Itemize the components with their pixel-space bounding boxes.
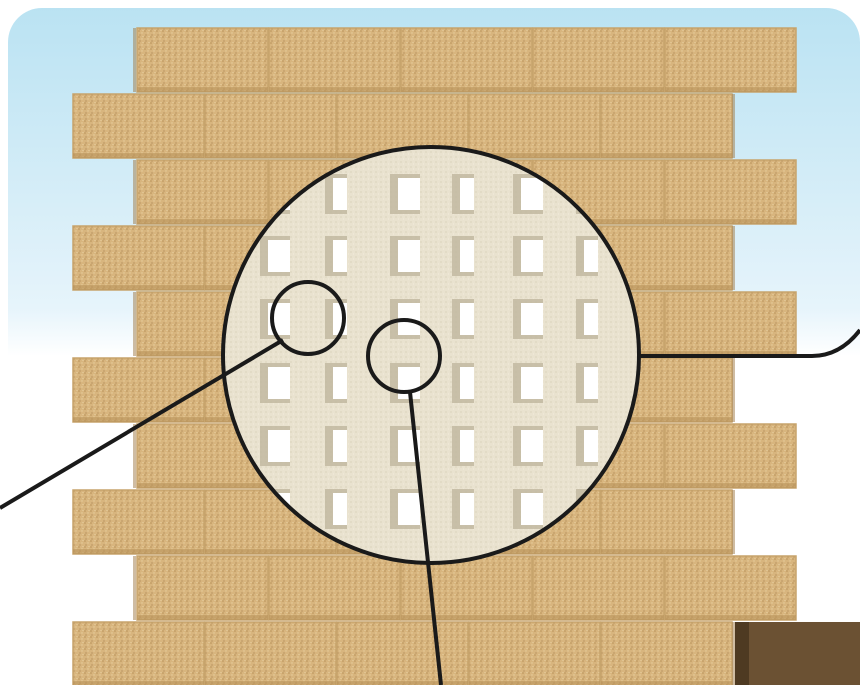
cavity-void [398, 178, 420, 210]
cavity-void [398, 493, 420, 525]
brick [73, 94, 204, 158]
brick-end-shadow [732, 622, 735, 685]
cavity-void [460, 430, 474, 462]
cavity-void [333, 178, 347, 210]
cavity-void [521, 493, 543, 525]
cavity-void [268, 430, 290, 462]
brick [73, 226, 204, 290]
brick [137, 556, 268, 620]
brick [665, 556, 796, 620]
brick-end-shadow [732, 490, 735, 554]
brick [73, 490, 204, 554]
brick [665, 28, 796, 92]
brick [601, 490, 732, 554]
brick-end-shadow [133, 424, 136, 488]
brick-end-shadow [732, 94, 735, 158]
brick [73, 358, 204, 422]
brick [137, 28, 268, 92]
brick [665, 292, 796, 356]
brick [469, 94, 600, 158]
brick-end-shadow [133, 292, 136, 356]
brick [269, 28, 400, 92]
brick [205, 94, 336, 158]
brick-end-shadow [133, 160, 136, 224]
cavity-void [268, 367, 290, 399]
cavity-void [584, 303, 598, 335]
brick [401, 556, 532, 620]
cavity-void [521, 240, 543, 272]
cavity-void [268, 240, 290, 272]
cavity-void [521, 303, 543, 335]
cavity-void [460, 367, 474, 399]
brick [269, 556, 400, 620]
cavity-void [333, 430, 347, 462]
brick [601, 622, 732, 685]
brick [601, 94, 732, 158]
brick [533, 556, 664, 620]
cavity-void [521, 430, 543, 462]
brick [137, 160, 268, 224]
cavity-void [398, 240, 420, 272]
cavity-void [584, 430, 598, 462]
brick-end-shadow [732, 226, 735, 290]
cavity-void [333, 367, 347, 399]
brick-end-shadow [732, 358, 735, 422]
cavity-void [333, 240, 347, 272]
cavity-void [584, 367, 598, 399]
brick-end-shadow [133, 556, 136, 620]
brick [469, 622, 600, 685]
brick [533, 28, 664, 92]
cavity-void [584, 240, 598, 272]
brick-end-shadow [133, 28, 136, 92]
brick [73, 622, 204, 685]
brick [665, 424, 796, 488]
cavity-void [333, 493, 347, 525]
cavity-void [460, 493, 474, 525]
cavity-void [460, 178, 474, 210]
brick [205, 622, 336, 685]
brick [401, 28, 532, 92]
cavity-void [460, 240, 474, 272]
dark-foundation-block [735, 622, 860, 685]
cavity-void [521, 367, 543, 399]
cavity-void [460, 303, 474, 335]
cavity-void [521, 178, 543, 210]
brick [337, 622, 468, 685]
brick [665, 160, 796, 224]
